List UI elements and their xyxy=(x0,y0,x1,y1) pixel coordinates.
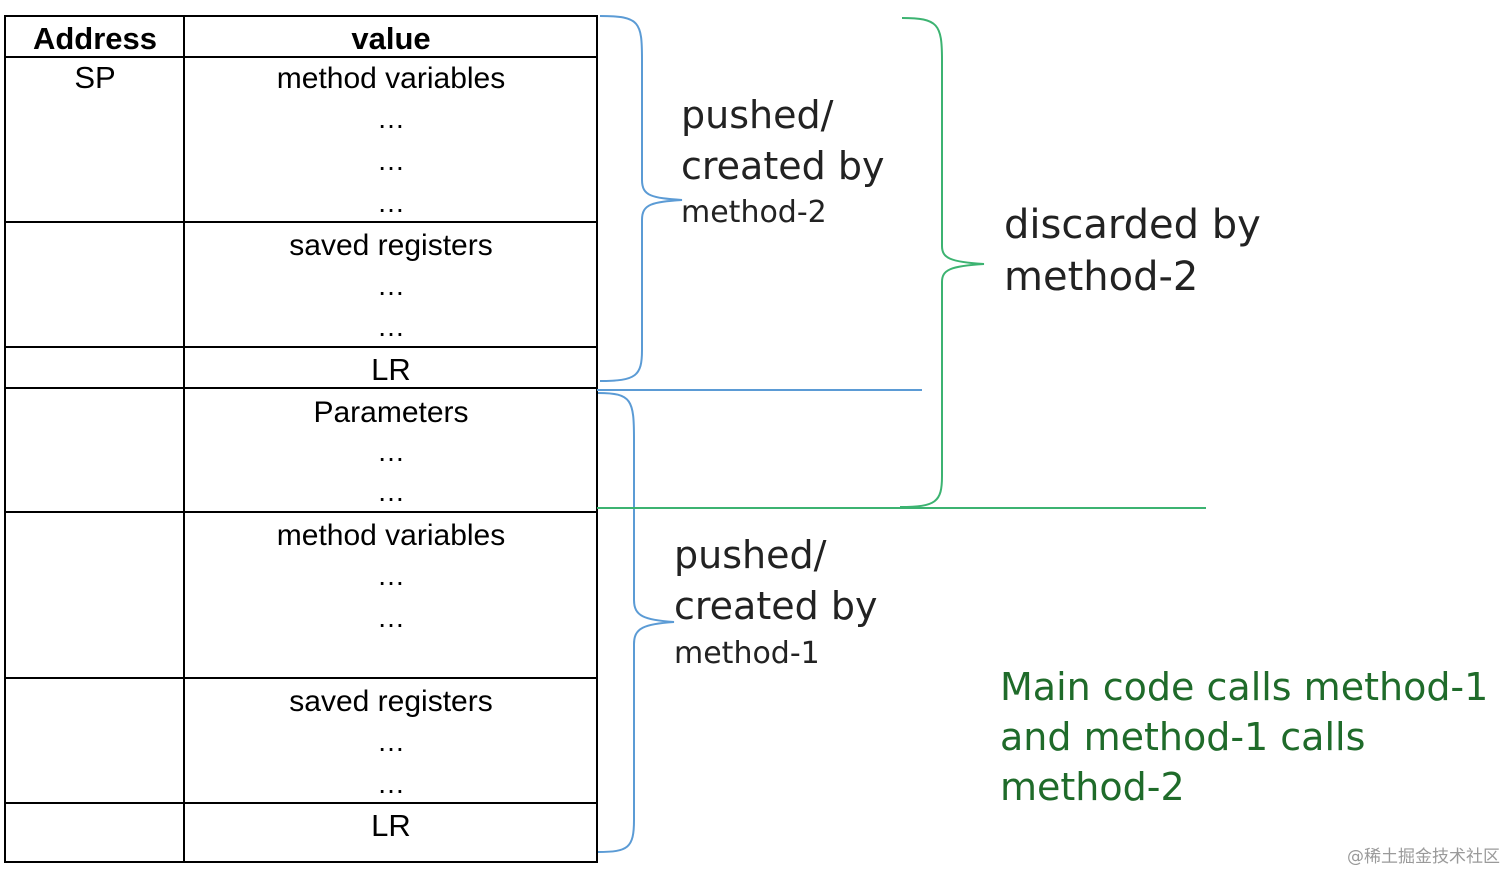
method1-label-line3: method-1 xyxy=(674,636,820,671)
main-calls-line2: and method-1 calls xyxy=(1000,715,1365,759)
cell-parameters: Parameters xyxy=(313,396,468,429)
ellipsis: … xyxy=(377,726,405,757)
main-calls-line3: method-2 xyxy=(1000,765,1185,809)
method2-label-line3: method-2 xyxy=(681,195,827,230)
cell-saved-registers: saved registers xyxy=(289,685,492,718)
cell-lr: LR xyxy=(371,352,411,387)
ellipsis: … xyxy=(377,187,405,218)
discarded-brace xyxy=(899,17,985,508)
cell-saved-registers: saved registers xyxy=(289,229,492,262)
table-outline xyxy=(4,15,598,863)
address-sp: SP xyxy=(74,60,115,95)
method1-label-line2: created by xyxy=(674,584,877,628)
discarded-label-line1: discarded by xyxy=(1004,202,1261,248)
discarded-label-line2: method-2 xyxy=(1004,254,1198,300)
ellipsis: … xyxy=(377,270,405,301)
method2-label-line1: pushed/ xyxy=(681,93,834,137)
cell-method-variables: method variables xyxy=(277,519,505,552)
method2-brace xyxy=(599,15,683,382)
header-value: value xyxy=(351,21,430,56)
main-calls-line1: Main code calls method-1 xyxy=(1000,665,1488,709)
ellipsis: … xyxy=(377,436,405,467)
watermark: @稀土掘金技术社区 xyxy=(1347,847,1500,867)
method2-label-line2: created by xyxy=(681,144,884,188)
ellipsis: … xyxy=(377,476,405,507)
method1-brace xyxy=(597,392,675,853)
ellipsis: … xyxy=(377,103,405,134)
header-address: Address xyxy=(33,21,157,56)
ellipsis: … xyxy=(377,602,405,633)
ellipsis: … xyxy=(377,311,405,342)
ellipsis: … xyxy=(377,145,405,176)
cell-method-variables: method variables xyxy=(277,62,505,95)
ellipsis: … xyxy=(377,768,405,799)
stack-table xyxy=(4,15,598,863)
cell-lr: LR xyxy=(371,808,411,843)
ellipsis: … xyxy=(377,560,405,591)
method1-label-line1: pushed/ xyxy=(674,533,827,577)
